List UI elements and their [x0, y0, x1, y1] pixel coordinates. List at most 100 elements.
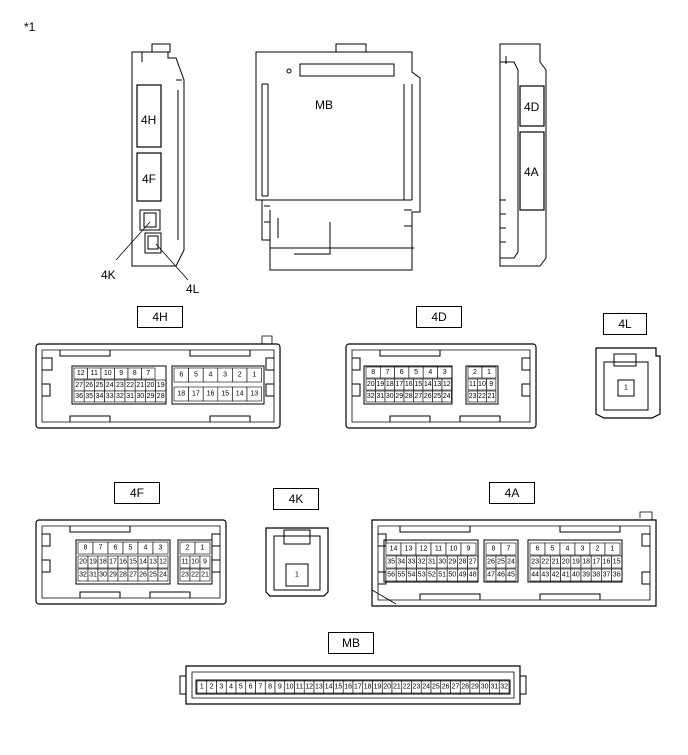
pin-4h-7: 7 [146, 370, 150, 377]
pin-cell-4a-24 [505, 555, 517, 569]
pin-4a-17: 17 [592, 559, 600, 566]
view-label-4k: 4K [101, 268, 116, 282]
pin-4d-2: 2 [473, 369, 477, 376]
pin-4d-5: 5 [414, 369, 418, 376]
pin-4a-25: 25 [497, 559, 505, 566]
pin-cell-4h-13 [246, 386, 262, 402]
view-label-mb: MB [315, 98, 333, 112]
right-side-view [499, 43, 547, 267]
pin-4d-6: 6 [400, 369, 404, 376]
pin-4f-20: 20 [79, 559, 87, 566]
pin-cell-4f-3 [152, 541, 169, 555]
pin-4a-6: 6 [536, 546, 540, 553]
pin-cell-4a-36 [611, 568, 623, 582]
pin-4d-24: 24 [443, 393, 451, 400]
pin-cell-4h-1 [246, 367, 262, 383]
pin-4a-31: 31 [428, 559, 436, 566]
pin-mb-23: 23 [412, 684, 420, 691]
pin-4d-3: 3 [443, 369, 447, 376]
pin-4d-14: 14 [424, 381, 432, 388]
pin-4d-4: 4 [428, 369, 432, 376]
pin-4a-53: 53 [418, 572, 426, 579]
view-label-4d: 4D [524, 100, 540, 114]
pin-4d-9: 9 [489, 381, 493, 388]
pin-mb-28: 28 [461, 684, 469, 691]
pin-mb-1: 1 [200, 684, 204, 691]
pin-4a-27: 27 [469, 559, 477, 566]
pin-mb-24: 24 [422, 684, 430, 691]
pin-4a-30: 30 [438, 559, 446, 566]
pin-4a-47: 47 [487, 572, 495, 579]
pin-4d-32: 32 [367, 393, 375, 400]
pin-4h-30: 30 [136, 393, 144, 400]
connector-4f-body [35, 519, 227, 605]
pin-4a-15: 15 [613, 559, 621, 566]
pin-4a-23: 23 [531, 559, 539, 566]
pin-4a-16: 16 [603, 559, 611, 566]
pin-4f-6: 6 [114, 545, 118, 552]
pin-4f-17: 17 [109, 559, 117, 566]
pin-4f-29: 29 [109, 572, 117, 579]
pin-4f-30: 30 [99, 572, 107, 579]
pin-4d-20: 20 [367, 381, 375, 388]
pin-4d-22: 22 [478, 393, 486, 400]
pin-4d-16: 16 [405, 381, 413, 388]
pin-4h-2: 2 [238, 372, 242, 379]
pin-4a-12: 12 [420, 546, 428, 553]
left-side-view [115, 43, 189, 281]
pin-4l-1: 1 [624, 385, 628, 392]
pin-4a-20: 20 [562, 559, 570, 566]
pin-4a-43: 43 [541, 572, 549, 579]
view-label-4a: 4A [524, 165, 539, 179]
pin-4a-7: 7 [507, 546, 511, 553]
pin-4h-14: 14 [236, 391, 244, 398]
connector-label-mb: MB [328, 632, 374, 654]
pin-4f-19: 19 [89, 559, 97, 566]
pin-cell-4f-21 [199, 568, 211, 582]
connector-mb-body [179, 665, 527, 705]
pin-4f-15: 15 [129, 559, 137, 566]
pin-4h-1: 1 [252, 372, 256, 379]
pin-4d-28: 28 [405, 393, 413, 400]
pin-mb-26: 26 [442, 684, 450, 691]
pin-4f-14: 14 [139, 559, 147, 566]
pin-cell-4f-9 [199, 555, 211, 569]
pin-4h-9: 9 [119, 370, 123, 377]
view-label-4f: 4F [142, 172, 157, 186]
pin-cell-4a-15 [611, 555, 623, 569]
pin-4h-6: 6 [179, 372, 183, 379]
pin-4f-23: 23 [181, 572, 189, 579]
pin-4d-17: 17 [395, 381, 403, 388]
pin-4a-14: 14 [390, 546, 398, 553]
pin-4h-24: 24 [106, 382, 114, 389]
pin-4a-22: 22 [541, 559, 549, 566]
pin-4f-16: 16 [119, 559, 127, 566]
pin-4f-11: 11 [181, 559, 188, 566]
pin-4d-1: 1 [487, 369, 491, 376]
pin-4h-34: 34 [96, 393, 104, 400]
pin-mb-7: 7 [258, 684, 262, 691]
pin-4a-18: 18 [582, 559, 590, 566]
pin-4h-22: 22 [126, 382, 134, 389]
pin-4h-11: 11 [91, 370, 98, 377]
pin-4a-21: 21 [552, 559, 560, 566]
pin-4f-13: 13 [149, 559, 157, 566]
pin-4h-26: 26 [85, 382, 93, 389]
pin-4a-45: 45 [507, 572, 515, 579]
pin-4h-19: 19 [157, 382, 165, 389]
pin-4h-5: 5 [194, 372, 198, 379]
pin-4a-37: 37 [603, 572, 611, 579]
pin-4a-26: 26 [487, 559, 495, 566]
pin-4h-25: 25 [96, 382, 104, 389]
connector-label-4f: 4F [114, 482, 160, 504]
pin-mb-14: 14 [325, 684, 333, 691]
pin-cell-4h-7 [141, 367, 156, 380]
pin-4f-2: 2 [186, 545, 190, 552]
pin-4a-33: 33 [408, 559, 416, 566]
pin-4h-12: 12 [77, 370, 85, 377]
pin-4d-25: 25 [433, 393, 441, 400]
connector-label-4d: 4D [416, 306, 462, 328]
pin-4f-5: 5 [129, 545, 133, 552]
pin-4a-51: 51 [438, 572, 446, 579]
connector-4l-body [595, 347, 661, 419]
